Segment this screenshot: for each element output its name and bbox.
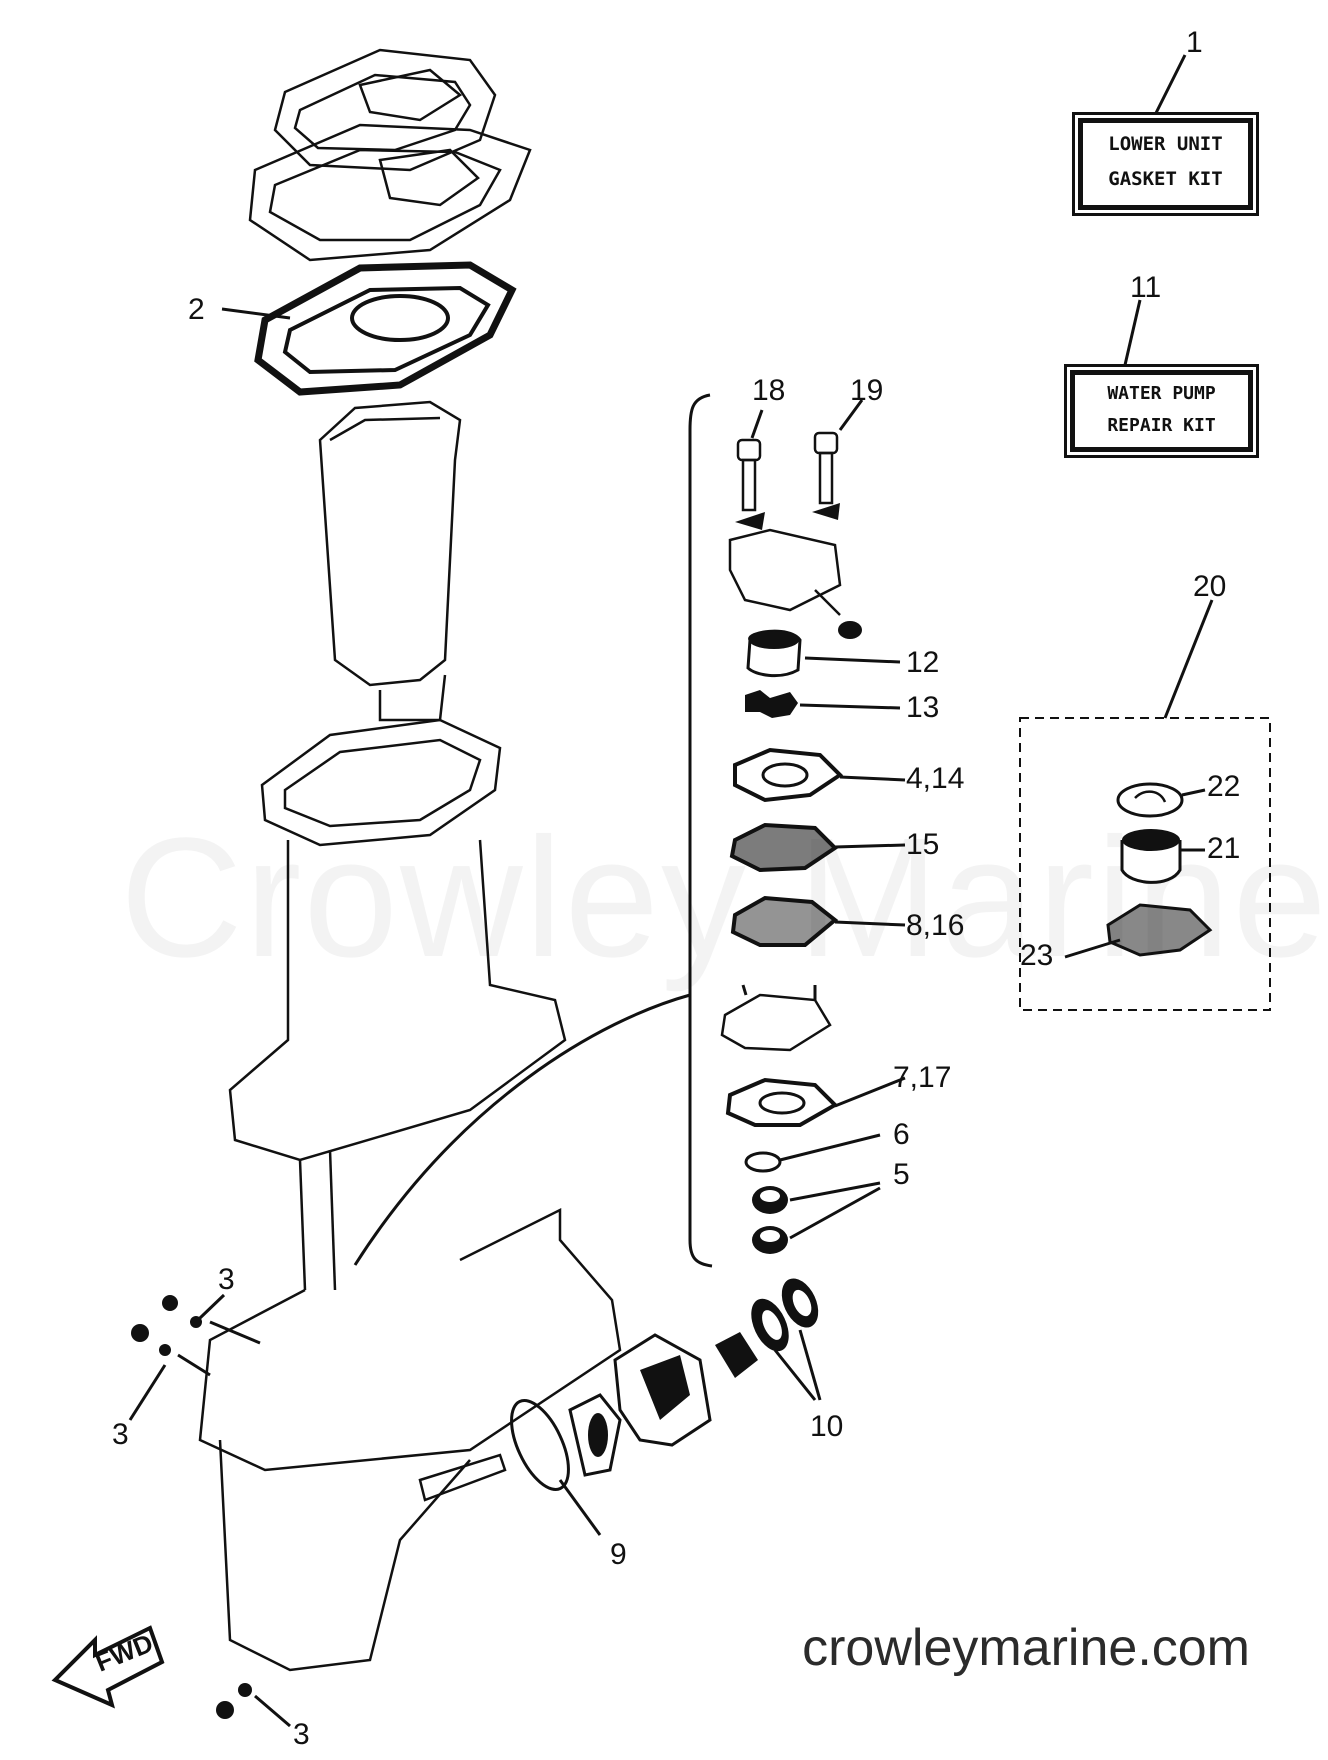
callout-5: 5 — [893, 1158, 910, 1191]
callout-13: 13 — [906, 691, 940, 724]
pump-parts-stack — [720, 399, 906, 1254]
lower-unit-gasket-kit-label: LOWER UNIT GASKET KIT — [1078, 118, 1253, 210]
upper-gaskets — [248, 48, 532, 262]
callout-7-17: 7,17 — [893, 1061, 952, 1094]
callout-3-left: 3 — [112, 1418, 129, 1451]
callout-9: 9 — [610, 1538, 627, 1571]
kit-1-line-1: LOWER UNIT — [1108, 133, 1223, 155]
callout-3-bottom: 3 — [293, 1718, 310, 1751]
callout-18: 18 — [752, 374, 786, 407]
callout-3-upper: 3 — [218, 1263, 235, 1296]
gasket-2 — [221, 261, 517, 396]
callout-12: 12 — [906, 646, 940, 679]
callout-21: 21 — [1207, 832, 1241, 865]
callout-19: 19 — [850, 374, 884, 407]
callout-10: 10 — [810, 1410, 844, 1443]
callout-6: 6 — [893, 1118, 910, 1151]
kit-11-line-2: REPAIR KIT — [1107, 415, 1216, 436]
kit-1-line-2: GASKET KIT — [1108, 168, 1223, 190]
callout-1: 1 — [1186, 26, 1203, 59]
leader-pump-to-casing — [353, 993, 691, 1266]
driveshaft-housing-upper — [318, 400, 462, 722]
callout-8-16: 8,16 — [906, 909, 965, 942]
kit-11-line-1: WATER PUMP — [1107, 383, 1216, 404]
lower-casing-body — [198, 718, 622, 1672]
leader-kit-11 — [1123, 299, 1142, 366]
subassembly-20 — [1019, 599, 1271, 1011]
pump-group-bracket — [688, 393, 713, 1268]
propeller-shaft-parts — [510, 1278, 822, 1536]
footer-url: crowleymarine.com — [802, 1619, 1250, 1677]
fwd-arrow-icon: FWD — [51, 1625, 165, 1709]
drain-plugs-3 — [128, 1293, 291, 1728]
leader-kit-1 — [1153, 54, 1187, 116]
callout-11: 11 — [1130, 271, 1162, 304]
water-pump-repair-kit-label: WATER PUMP REPAIR KIT — [1070, 370, 1253, 452]
callout-2: 2 — [188, 293, 205, 326]
callout-20: 20 — [1193, 570, 1227, 603]
callout-4-14: 4,14 — [906, 762, 965, 795]
callout-22: 22 — [1207, 770, 1241, 803]
callout-15: 15 — [906, 828, 940, 861]
callout-23: 23 — [1020, 939, 1054, 972]
